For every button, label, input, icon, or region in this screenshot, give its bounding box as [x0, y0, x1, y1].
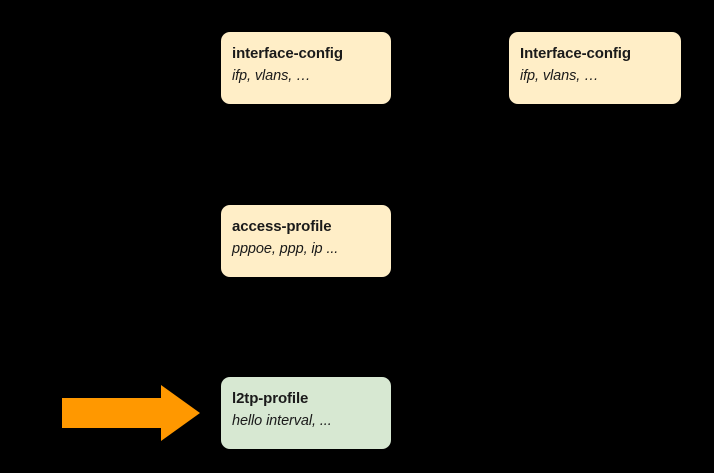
arrow-right-icon [62, 385, 200, 441]
node-interface-config-left[interactable]: interface-config ifp, vlans, … [221, 32, 391, 104]
node-l2tp-profile[interactable]: l2tp-profile hello interval, ... [221, 377, 391, 449]
node-title: access-profile [232, 218, 332, 235]
node-title: l2tp-profile [232, 390, 309, 407]
node-access-profile[interactable]: access-profile pppoe, ppp, ip ... [221, 205, 391, 277]
node-subtitle: ifp, vlans, … [232, 68, 311, 84]
node-subtitle: pppoe, ppp, ip ... [232, 241, 339, 257]
node-title: interface-config [232, 45, 343, 62]
node-subtitle: hello interval, ... [232, 413, 332, 429]
node-subtitle: ifp, vlans, … [520, 68, 599, 84]
emphasis-arrow [60, 383, 202, 443]
node-title: Interface-config [520, 45, 631, 62]
node-interface-config-right[interactable]: Interface-config ifp, vlans, … [509, 32, 681, 104]
